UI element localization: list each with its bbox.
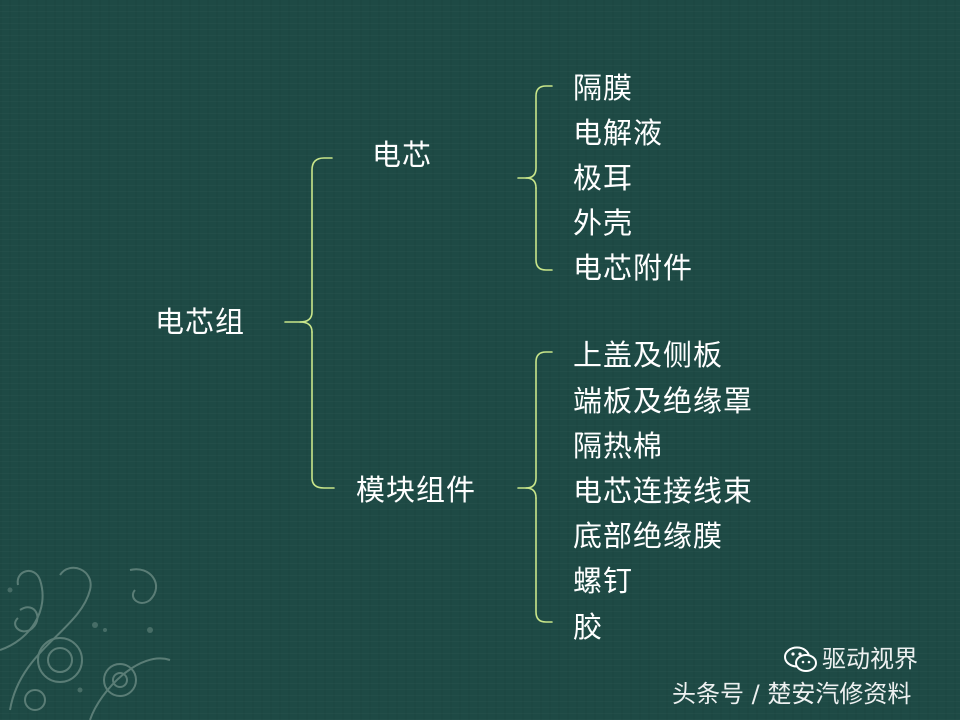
leaf-item: 上盖及侧板 — [573, 338, 724, 372]
leaf-item: 端板及绝缘罩 — [573, 384, 754, 418]
root-bracket — [284, 157, 333, 323]
leaf-item: 螺钉 — [573, 564, 634, 598]
leaf-item: 隔膜 — [573, 71, 634, 105]
leaf-item: 电芯附件 — [573, 251, 694, 285]
corner-ornament — [0, 566, 171, 720]
branch-1-bracket — [517, 85, 553, 179]
leaf-item: 底部绝缘膜 — [573, 519, 724, 553]
leaf-item: 电芯连接线束 — [573, 474, 754, 508]
branch-label-module: 模块组件 — [356, 473, 477, 507]
wechat-icon — [784, 646, 817, 672]
leaf-item: 隔热棉 — [573, 429, 664, 463]
root-bracket-lower — [311, 331, 335, 489]
branch-label-cell: 电芯 — [372, 138, 433, 172]
branch-2-bracket — [517, 351, 553, 489]
leaf-item: 外壳 — [573, 206, 634, 240]
leaf-item: 电解液 — [573, 116, 664, 150]
watermark-source: 头条号 / 楚安汽修资料 — [672, 680, 912, 708]
leaf-item: 极耳 — [573, 161, 634, 195]
leaf-item: 胶 — [573, 610, 604, 644]
watermark-account: 驱动视界 — [822, 645, 918, 673]
root-node: 电芯组 — [155, 305, 246, 339]
